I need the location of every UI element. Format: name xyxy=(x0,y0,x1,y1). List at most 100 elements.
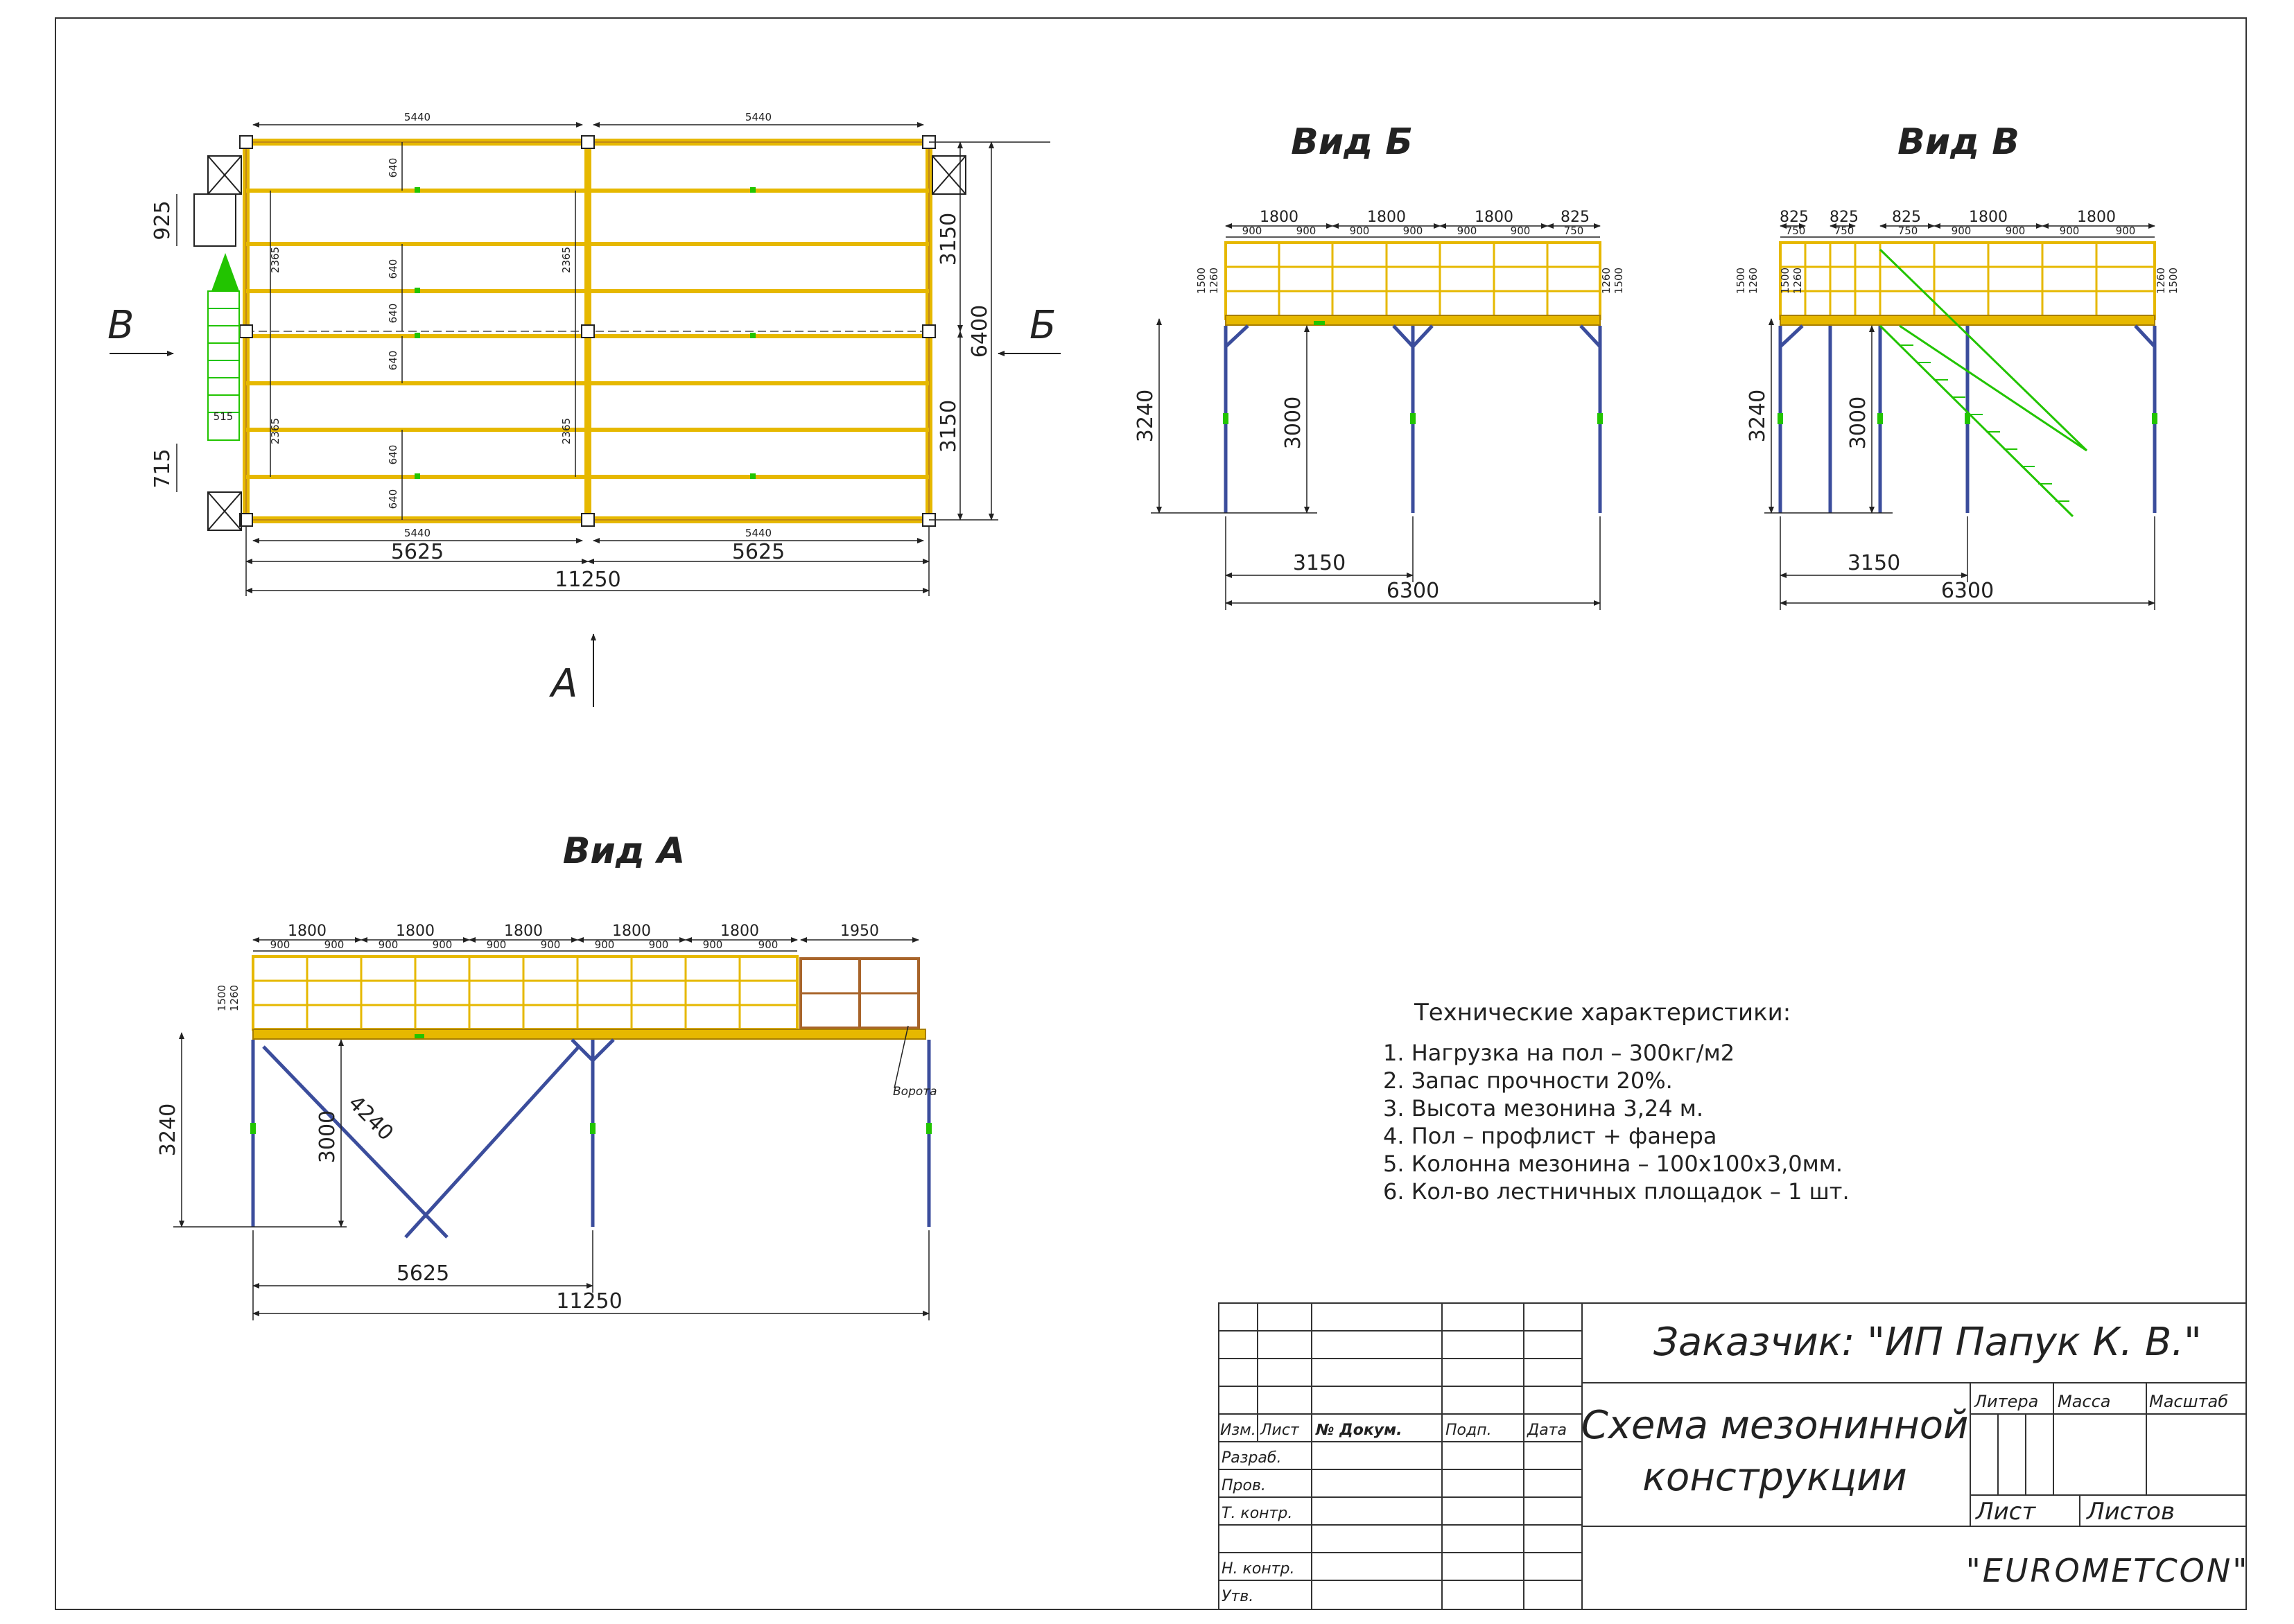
view-a-dim-sub-6: 900 xyxy=(541,938,561,951)
view-a-railing xyxy=(252,955,799,1031)
specs-item-2: 2. Запас прочности 20%. xyxy=(1383,1067,1673,1094)
title-block: Заказчик: "ИП Папук К. В." Схема мезонин… xyxy=(1218,1302,2250,1610)
plan-joists xyxy=(246,189,929,479)
view-b-dim-rail-high-r: 1500 xyxy=(1613,268,1625,294)
plan-dim-left-lower: 715 xyxy=(150,448,175,488)
tb-row-razrab: Разраб. xyxy=(1222,1449,1281,1467)
view-a-dim-rail-high: 1500 xyxy=(216,985,228,1011)
view-a-dim-top-2: 1800 xyxy=(396,923,435,940)
view-v-dim-sub-1: 750 xyxy=(1786,225,1806,237)
tb-sheets: Листов xyxy=(2085,1498,2175,1526)
view-v-rails xyxy=(1780,243,2155,319)
specs-item-5: 5. Колонна мезонина – 100x100x3,0мм. xyxy=(1383,1151,1843,1177)
plan-dim-bottom-right: 5625 xyxy=(732,540,785,564)
sheet-frame xyxy=(55,17,2247,1610)
plan-dim-span-4: 2365 xyxy=(560,418,573,444)
tb-col-doc: № Докум. xyxy=(1315,1422,1402,1439)
view-b-dim-top-4: 825 xyxy=(1561,209,1590,226)
specs-item-4: 4. Пол – профлист + фанера xyxy=(1383,1123,1717,1149)
view-a-dim-sub-1: 900 xyxy=(270,938,290,951)
plan-dim-stair-width: 515 xyxy=(214,410,234,423)
plan-dim-top-left: 5440 xyxy=(404,111,431,123)
plan-dim-bay-4: 640 xyxy=(387,351,399,371)
view-a-markers xyxy=(250,1034,932,1134)
view-v-columns xyxy=(1778,324,2157,513)
plan-dim-bottom-inner-right: 5440 xyxy=(745,527,772,539)
title-drawing-line-2: конструкции xyxy=(1642,1455,1907,1500)
view-arrow-v-label: В xyxy=(107,303,134,348)
view-b-dim-top-1: 1800 xyxy=(1260,209,1298,226)
tb-sheet: Лист xyxy=(1974,1498,2036,1526)
view-b-dim-total: 6300 xyxy=(1387,579,1439,603)
plan-dim-bay-2: 640 xyxy=(387,259,399,279)
view-b-dim-height-col: 3000 xyxy=(1281,396,1305,449)
tb-massa: Масса xyxy=(2058,1392,2111,1411)
view-a-dim-top-1: 1800 xyxy=(288,923,327,940)
plan-dim-lines xyxy=(176,122,1050,596)
view-v-dim-height-col: 3000 xyxy=(1846,396,1870,449)
view-a: Вид А xyxy=(156,830,937,1320)
view-v-dim-rail-low: 1260 xyxy=(1747,268,1759,294)
plan-dim-top-right: 5440 xyxy=(745,111,772,123)
view-b-dim-sub-3: 900 xyxy=(1350,225,1370,237)
view-b-dim-sub-7: 750 xyxy=(1564,225,1584,237)
tb-litera: Литера xyxy=(1974,1392,2038,1411)
tb-company: "EUROMETCON" xyxy=(1966,1552,2250,1589)
view-v-dim-half: 3150 xyxy=(1848,551,1900,575)
view-b-rails xyxy=(1226,243,1600,319)
view-v-dim-top-5: 1800 xyxy=(2077,209,2116,226)
view-a-dim-top-6: 1950 xyxy=(840,923,879,940)
view-v-dim-sub-7: 900 xyxy=(2116,225,2136,237)
tb-row-utv: Утв. xyxy=(1222,1588,1253,1605)
view-b-dim-rail-low-r: 1260 xyxy=(1600,268,1613,294)
view-v-title: Вид В xyxy=(1897,121,2019,163)
specs-item-1: 1. Нагрузка на пол – 300кг/м2 xyxy=(1383,1040,1735,1066)
view-b-dim-sub-4: 900 xyxy=(1403,225,1423,237)
specs-item-3: 3. Высота мезонина 3,24 м. xyxy=(1383,1095,1703,1121)
plan-dim-total: 11250 xyxy=(555,568,620,592)
view-a-columns xyxy=(251,1038,931,1239)
plan-dim-bottom-left: 5625 xyxy=(391,540,444,564)
view-arrow-a-label: А xyxy=(549,661,577,706)
tb-col-izm: Изм. xyxy=(1220,1422,1256,1439)
view-v-dim-sub-5: 900 xyxy=(2006,225,2026,237)
view-b-dim-sub-2: 900 xyxy=(1296,225,1317,237)
view-v-dim-sub-2: 750 xyxy=(1834,225,1854,237)
view-v-dim-total: 6300 xyxy=(1941,579,1994,603)
view-arrow-b-label: Б xyxy=(1029,303,1056,348)
view-v-dim-rail-high: 1500 xyxy=(1735,268,1747,294)
view-v-dim-top-4: 1800 xyxy=(1969,209,2008,226)
view-a-dim-top-3: 1800 xyxy=(504,923,543,940)
view-a-dim-sub-8: 900 xyxy=(649,938,669,951)
view-a-dim-sub-7: 900 xyxy=(595,938,615,951)
view-b-dim-sub-6: 900 xyxy=(1511,225,1531,237)
plan-dim-span-1: 2365 xyxy=(269,247,281,273)
plan-dim-right-total: 6400 xyxy=(968,305,992,358)
tb-row-prov: Пров. xyxy=(1222,1477,1266,1494)
view-a-dim-height-total: 3240 xyxy=(156,1103,180,1156)
view-b-dim-top-2: 1800 xyxy=(1367,209,1406,226)
specs-item-6: 6. Кол-во лестничных площадок – 1 шт. xyxy=(1383,1178,1850,1205)
plan-stair-arrow xyxy=(211,253,239,291)
view-v-dim-height-total: 3240 xyxy=(1746,390,1770,442)
specifications: Технические характеристики: 1. Нагрузка … xyxy=(1383,999,1850,1205)
plan-dim-bay-3: 640 xyxy=(387,304,399,324)
tb-row-tkontr: Т. контр. xyxy=(1222,1505,1292,1522)
view-b-deck xyxy=(1225,315,1601,326)
view-a-dim-sub-5: 900 xyxy=(487,938,507,951)
view-a-dim-sub-4: 900 xyxy=(433,938,453,951)
plan-dim-bay-6: 640 xyxy=(387,489,399,509)
view-v-dim-top-2: 825 xyxy=(1830,209,1859,226)
view-v-markers xyxy=(1778,413,2157,424)
tb-col-sign: Подп. xyxy=(1445,1422,1492,1439)
view-a-dim-top-5: 1800 xyxy=(720,923,759,940)
view-b-dim-rail-high: 1500 xyxy=(1195,268,1208,294)
tb-masshtab: Масштаб xyxy=(2149,1392,2228,1411)
title-drawing-line-1: Схема мезонинной xyxy=(1581,1403,1969,1448)
view-a-dim-rail-low: 1260 xyxy=(228,985,241,1011)
view-b-railing xyxy=(1224,241,1601,320)
view-b-dim-lines xyxy=(1151,223,1601,610)
view-v-dim-sub-3: 750 xyxy=(1898,225,1918,237)
view-v-dim-rail-low-r: 1260 xyxy=(2155,268,2167,294)
specs-title: Технические характеристики: xyxy=(1414,999,1791,1027)
